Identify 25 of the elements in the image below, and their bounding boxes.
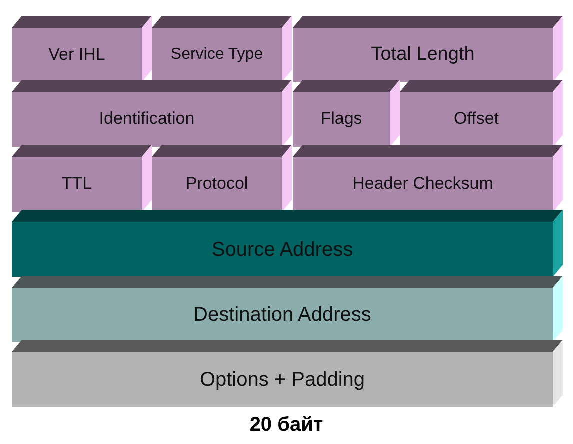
field-block bbox=[12, 16, 152, 82]
field-block bbox=[293, 145, 563, 212]
field-name: Header Checksum bbox=[352, 175, 494, 194]
field-block bbox=[12, 145, 152, 212]
field-name: Service Type bbox=[170, 46, 264, 64]
field-block bbox=[152, 145, 292, 212]
field-name: Source Address bbox=[212, 238, 354, 260]
field-name: Identification bbox=[99, 110, 195, 129]
field-block bbox=[400, 80, 563, 147]
field-name: Total Length bbox=[371, 44, 475, 66]
field-block bbox=[12, 210, 563, 277]
field-name: Options + Padding bbox=[200, 368, 366, 390]
field-block bbox=[293, 16, 563, 82]
field-name: Flags bbox=[320, 110, 362, 129]
field-name: Protocol bbox=[186, 175, 248, 194]
field-name: Offset bbox=[454, 110, 500, 129]
field-block bbox=[12, 276, 563, 342]
caption: 20 байт bbox=[250, 414, 324, 436]
field-block bbox=[152, 16, 292, 82]
field-name: Destination Address bbox=[194, 304, 372, 326]
field-block bbox=[12, 80, 292, 147]
field-name: Ver IHL bbox=[48, 46, 106, 64]
field-block bbox=[293, 80, 400, 147]
field-block bbox=[12, 340, 563, 407]
field-name: TTL bbox=[62, 175, 92, 194]
